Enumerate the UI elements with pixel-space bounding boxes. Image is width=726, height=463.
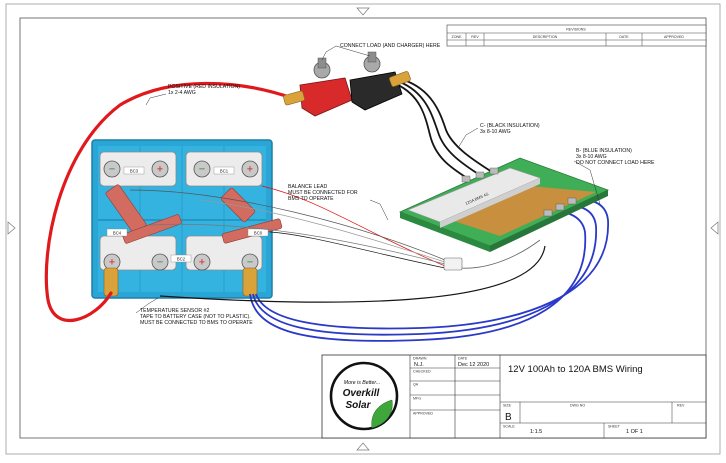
balance-wire-1: [269, 231, 446, 269]
leader-positive: [145, 93, 167, 106]
lug-negative: [242, 267, 258, 297]
terminal-bc1-pos: +: [241, 160, 259, 178]
rev-col-approved: APPROVED: [664, 35, 684, 39]
black-wire-3: [403, 79, 499, 177]
rev-col-rev: REV: [471, 35, 479, 39]
center-arrow-bottom: [356, 442, 370, 451]
leaf-icon: [371, 399, 393, 429]
blue-wire-2: [252, 204, 597, 336]
blue-wire-1: [249, 210, 587, 342]
logo-brand-2: Solar: [345, 400, 371, 411]
leader-connect-load-2: [335, 45, 371, 57]
cell-label-bc3: BC3: [130, 169, 139, 174]
leader-b-minus: [573, 160, 601, 205]
svg-text:−: −: [199, 164, 205, 176]
balance-wire-4: [199, 199, 446, 263]
cell-label-bc2: BC2: [177, 257, 186, 262]
svg-text:−: −: [247, 257, 253, 269]
tb-mfg-label: MFG: [413, 397, 421, 401]
callout-positive-1: POSITIVE (RED INSULATION): [168, 84, 240, 90]
red-positive-wire: [44, 81, 294, 322]
terminal-bc3-neg: −: [103, 160, 121, 178]
tb-size-label: SIZE: [503, 404, 512, 408]
cell-label-bc0: BC0: [254, 231, 263, 236]
center-arrow-right: [710, 221, 719, 235]
tb-title: 12V 100Ah to 120A BMS Wiring: [508, 364, 643, 375]
black-wire-1: [395, 83, 471, 181]
terminal-bc0-neg: −: [241, 253, 259, 271]
rev-col-zone: ZONE: [452, 35, 463, 39]
terminal-bc3-pos: +: [151, 160, 169, 178]
callout-temp-3: MUST BE CONNECTED TO BMS TO OPERATE: [140, 320, 253, 326]
balance-connector-lead: [459, 239, 541, 269]
callout-connect-load: CONNECT LOAD (AND CHARGER) HERE: [340, 43, 441, 49]
svg-text:+: +: [109, 257, 115, 269]
rev-col-description: DESCRIPTION: [533, 35, 558, 39]
tb-date-value: Dec 12 2020: [458, 362, 489, 368]
negative-terminal-block: [349, 51, 411, 111]
tb-rev-label: REV: [677, 404, 685, 408]
tb-drawn-value: N.J.: [414, 362, 424, 368]
callout-b-minus-2: 3x 8-10 AWG: [576, 154, 607, 160]
svg-text:−: −: [109, 164, 115, 176]
callout-b-minus-3: DO NOT CONNECT LOAD HERE: [576, 160, 655, 166]
tb-date-label: DATE: [458, 357, 468, 361]
callout-c-minus-1: C- (BLACK INSULATION): [480, 123, 540, 129]
balance-wire-5: [129, 189, 446, 261]
tb-sheet-label: SHEET: [608, 425, 621, 429]
rev-col-date: DATE: [619, 35, 629, 39]
bms-board: 120A BMS 4S: [398, 157, 610, 252]
balance-connector: [443, 257, 463, 271]
tb-qa-label: QA: [413, 383, 419, 387]
blue-wire-3: [255, 198, 609, 330]
callout-balance-1: BALANCE LEAD: [288, 184, 327, 190]
black-wire-2: [399, 81, 485, 179]
logo-brand-1: Overkill: [343, 388, 380, 399]
logo-tagline: More is Better...: [344, 380, 380, 386]
svg-text:−: −: [157, 257, 163, 269]
revisions-table: REVISIONS ZONE REV DESCRIPTION DATE APPR…: [446, 24, 707, 47]
callout-balance-3: BMS TO OPERATE: [288, 196, 334, 202]
callout-positive-2: 1x 2-4 AWG: [168, 90, 196, 96]
overkill-solar-logo: More is Better... Overkill Solar: [329, 361, 399, 431]
callout-b-minus-1: B- (BLUE INSULATION): [576, 148, 632, 154]
cell-label-bc1: BC1: [220, 169, 229, 174]
leader-balance: [369, 199, 389, 221]
cell-label-bc4: BC4: [113, 231, 122, 236]
title-block: DRAWN N.J. DATE Dec 12 2020 CHECKED QA M…: [321, 354, 707, 439]
temp-sensor-wire: [159, 245, 546, 303]
callout-balance-2: MUST BE CONNECTED FOR: [288, 190, 358, 196]
tb-approved-label: APPROVED: [413, 412, 433, 416]
tb-scale-value: 1:1.5: [530, 429, 542, 435]
svg-text:+: +: [199, 257, 205, 269]
terminal-bc4-pos: +: [103, 253, 121, 271]
callout-c-minus-2: 3x 8-10 AWG: [480, 129, 511, 135]
terminal-bc1-neg: −: [193, 160, 211, 178]
tb-drawn-label: DRAWN: [413, 357, 427, 361]
logo-ring: [329, 361, 399, 431]
balance-wire-3: [149, 223, 446, 265]
sheet-outer-border: [5, 3, 721, 455]
terminal-bc2-neg: −: [151, 253, 169, 271]
callout-temp-1: TEMPERATURE SENSOR #2: [140, 308, 209, 314]
leader-connect-load: [321, 45, 337, 61]
positive-terminal-block: [283, 57, 353, 117]
svg-text:+: +: [157, 164, 163, 176]
tb-size-value: B: [505, 412, 512, 423]
tb-dwg-label: DWG NO: [570, 404, 585, 408]
terminal-bc2-pos: +: [193, 253, 211, 271]
center-arrow-left: [7, 221, 16, 235]
callout-temp-2: TAPE TO BATTERY CASE (NOT TO PLASTIC).: [140, 314, 251, 320]
svg-text:+: +: [247, 164, 253, 176]
revisions-title: REVISIONS: [566, 28, 586, 32]
tb-checked-label: CHECKED: [413, 370, 431, 374]
tb-sheet-value: 1 OF 1: [626, 429, 643, 435]
leader-c-minus: [457, 127, 479, 149]
center-arrow-top: [356, 7, 370, 16]
leader-temp: [135, 297, 159, 314]
tb-scale-label: SCALE: [503, 425, 515, 429]
